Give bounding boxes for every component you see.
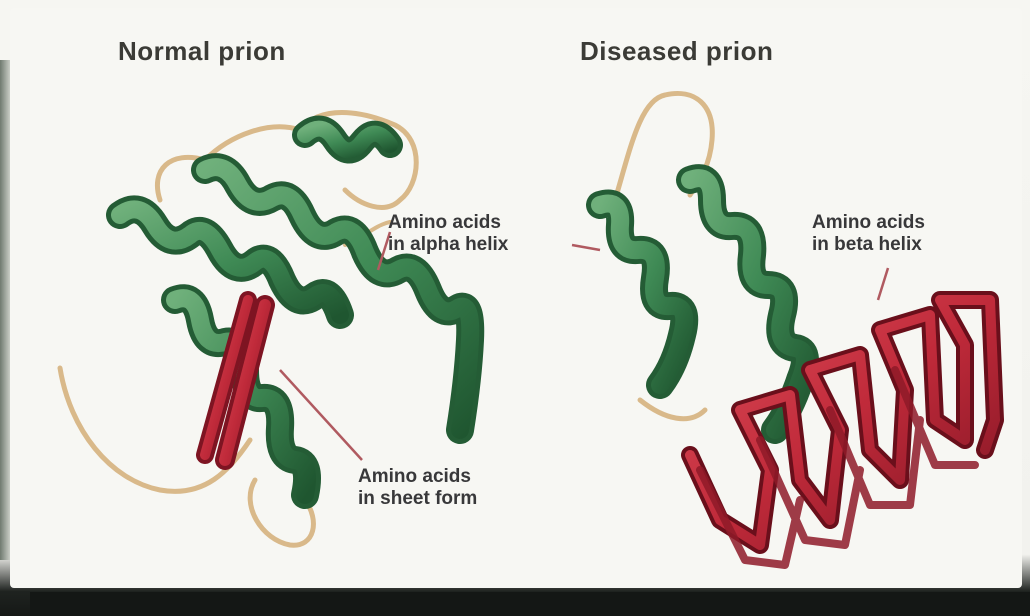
diseased-beta-helix	[690, 300, 995, 565]
beta-helix-label: Amino acids in beta helix	[812, 212, 925, 256]
diseased-alpha-leader	[572, 245, 600, 250]
diseased-prion-structure	[572, 93, 995, 565]
normal-helix-d	[305, 129, 390, 151]
bottom-bar	[30, 592, 1030, 616]
sheet-form-label: Amino acids in sheet form	[358, 466, 477, 510]
alpha-helix-label: Amino acids in alpha helix	[388, 212, 508, 256]
diseased-helix-a	[600, 204, 684, 385]
diseased-beta-leader	[878, 268, 888, 300]
diseased-loop-bottom	[640, 400, 705, 419]
